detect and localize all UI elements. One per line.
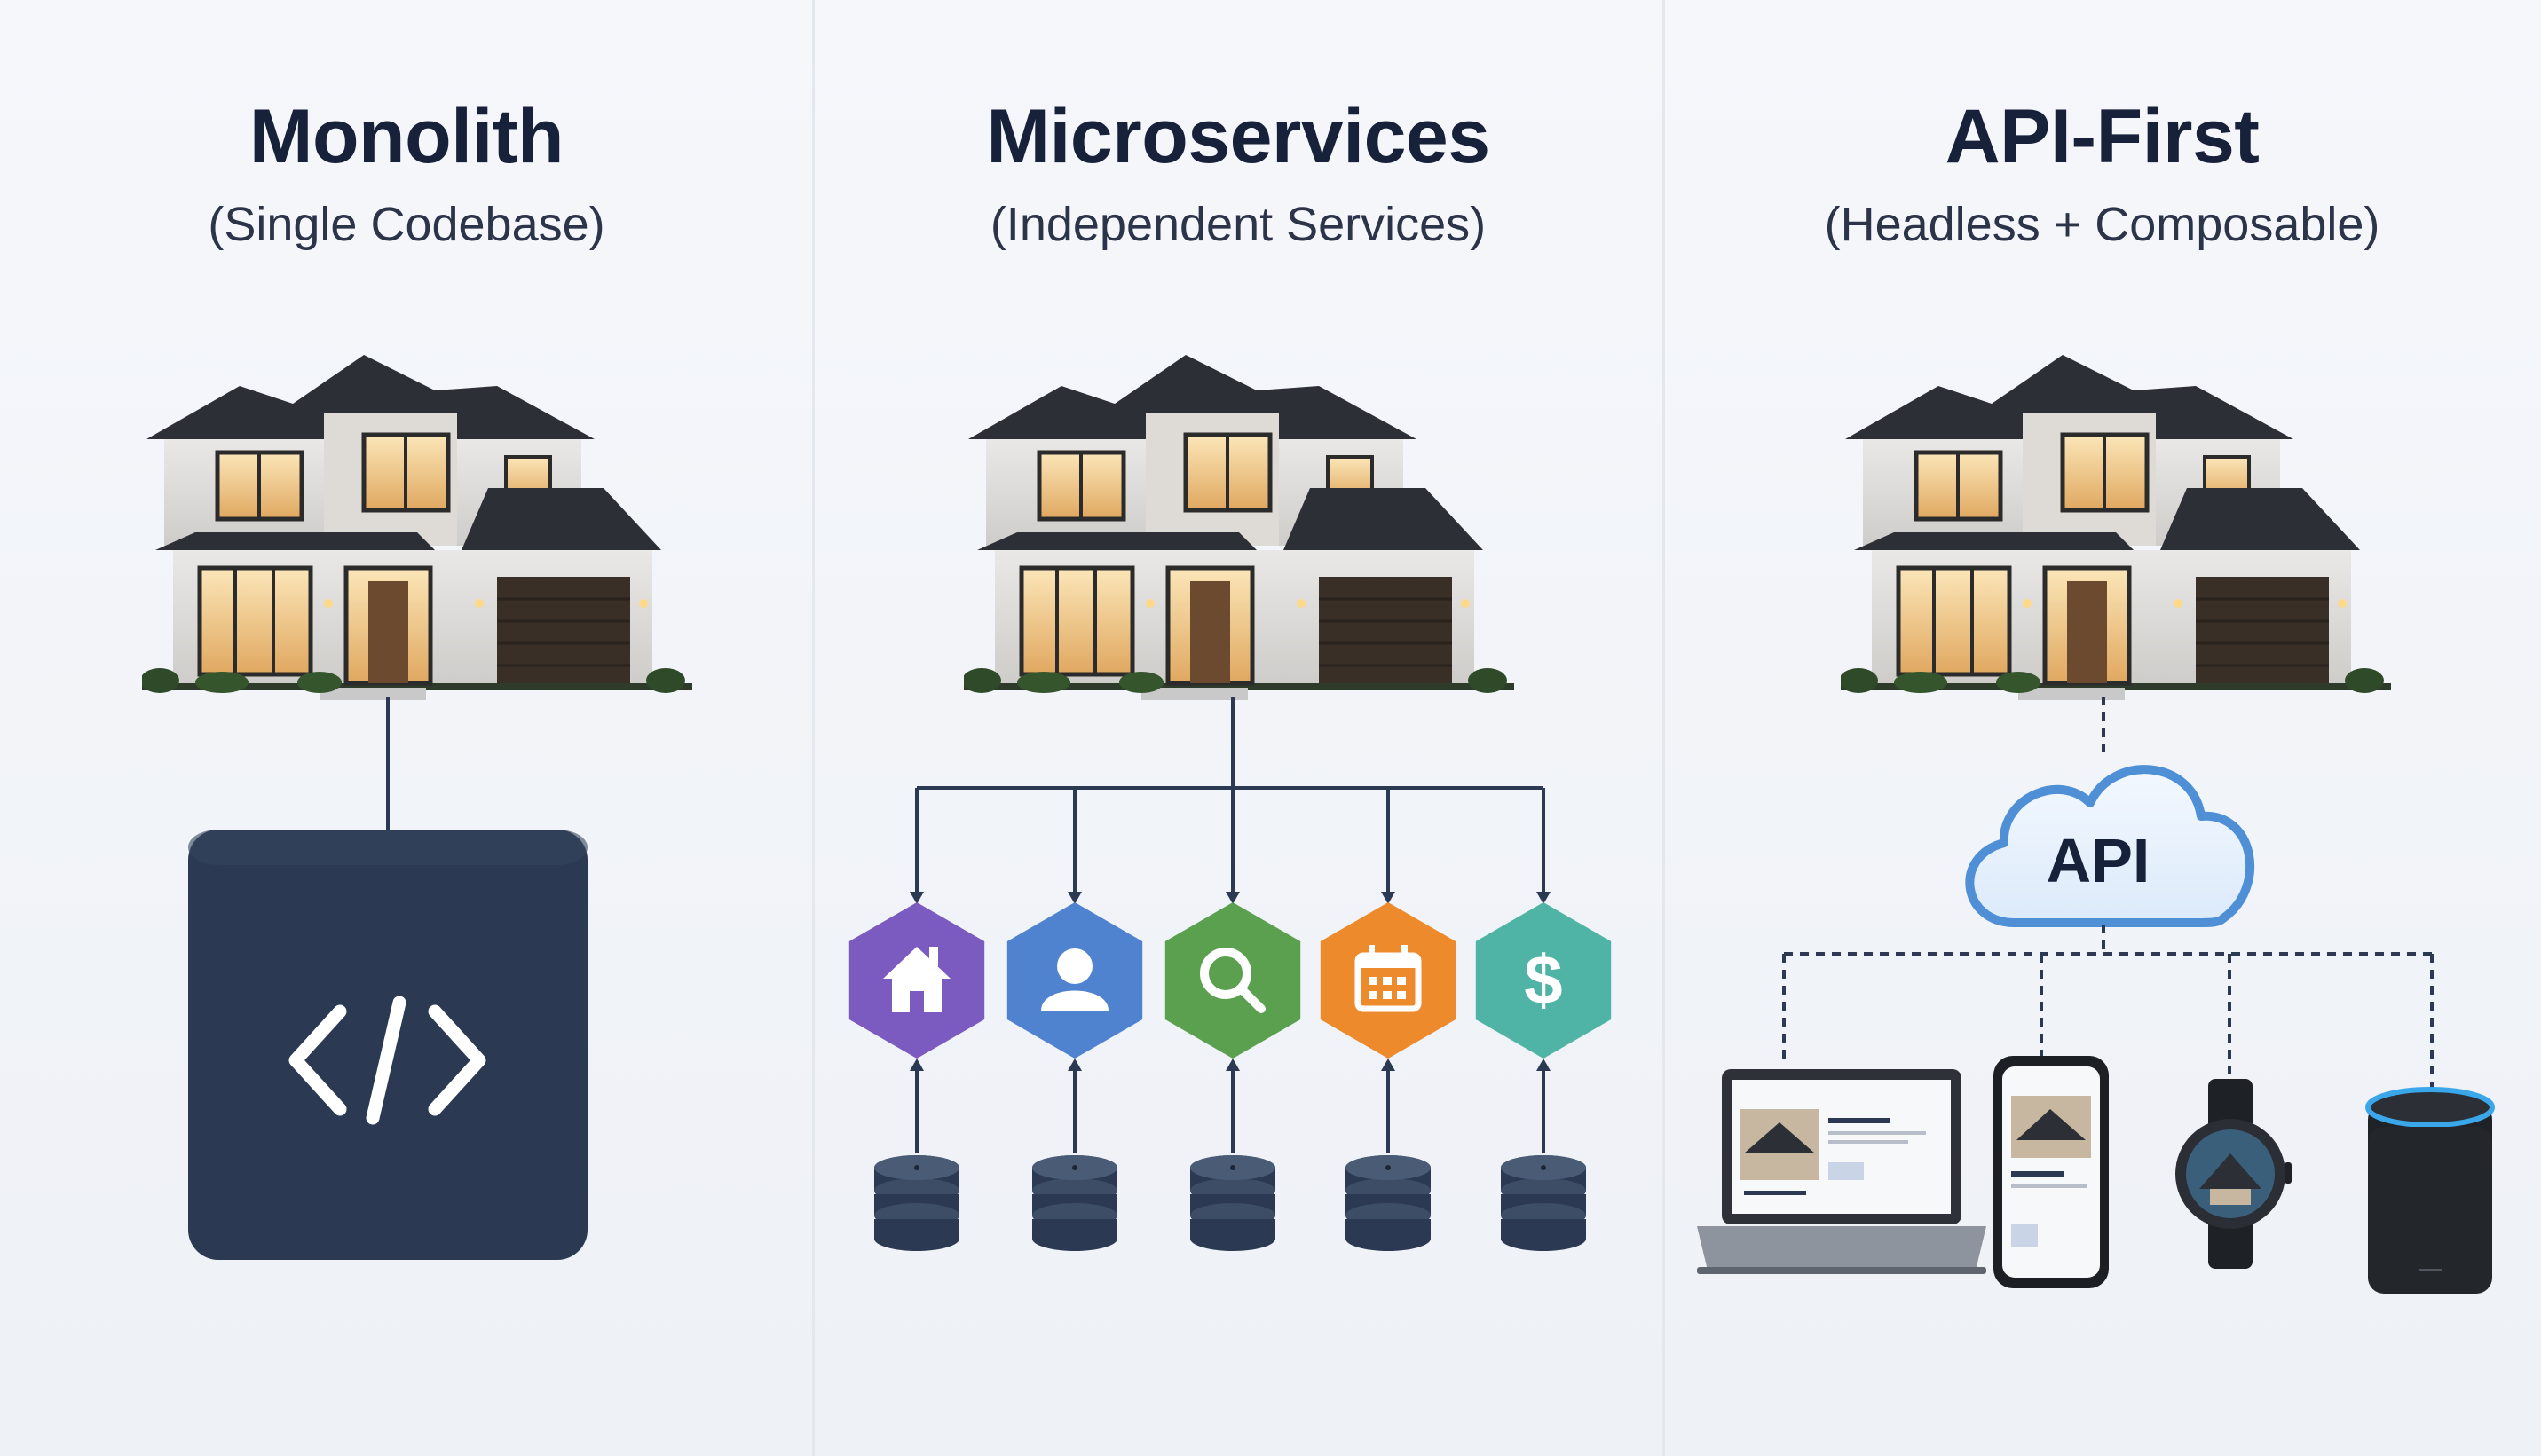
panel-microservices: Microservices (Independent Services) — [813, 0, 1663, 1456]
monolith-code-block — [188, 830, 588, 1260]
code-icon — [288, 996, 486, 1125]
panel-api-first: API-First (Headless + Composable) — [1663, 0, 2541, 1456]
database-icon — [1190, 1155, 1275, 1251]
arrowhead — [1536, 892, 1551, 904]
panel-title: API-First — [1945, 94, 2260, 179]
service-arrows — [910, 788, 1551, 1153]
panel-subtitle: (Single Codebase) — [208, 198, 605, 251]
api-dashed-fanout — [1782, 925, 2434, 1091]
service-node: $ — [1475, 902, 1612, 1059]
divider-left — [812, 0, 815, 1456]
api-cloud — [1965, 765, 2255, 927]
home-icon — [883, 947, 951, 1012]
service-node — [1164, 902, 1301, 1059]
arrowhead — [1381, 1059, 1395, 1071]
divider-right — [1662, 0, 1665, 1456]
panel-title: Microservices — [986, 94, 1490, 179]
smartphone-icon — [1993, 1056, 2109, 1288]
smartwatch-icon — [2175, 1079, 2292, 1269]
api-cloud-label: API — [2046, 826, 2150, 895]
user-icon — [1041, 948, 1109, 1011]
service-hexagons: $ — [848, 902, 1612, 1059]
arrowhead — [910, 1059, 924, 1071]
arrowhead — [910, 892, 924, 904]
smart-speaker-icon — [2365, 1087, 2495, 1294]
arrowhead — [1068, 1059, 1082, 1071]
search-icon — [1200, 948, 1266, 1013]
database-icon — [1032, 1155, 1117, 1251]
arrowhead — [1226, 892, 1240, 904]
arrowhead — [1226, 1059, 1240, 1071]
laptop-icon — [1697, 1069, 1986, 1274]
database-icon — [874, 1155, 959, 1251]
panel-subtitle: (Headless + Composable) — [1824, 198, 2380, 251]
panel-monolith: Monolith (Single Codebase) — [0, 0, 813, 1456]
microservices-connectors — [917, 697, 1543, 790]
dollar-icon: $ — [1524, 940, 1562, 1019]
service-node — [1006, 902, 1143, 1059]
calendar-icon — [1354, 945, 1422, 1012]
panel-title: Monolith — [249, 94, 564, 179]
service-databases — [874, 1155, 1586, 1251]
database-icon — [1345, 1155, 1431, 1251]
arrowhead — [1536, 1059, 1551, 1071]
arrowhead — [1068, 892, 1082, 904]
database-icon — [1501, 1155, 1586, 1251]
arrowhead — [1381, 892, 1395, 904]
panel-subtitle: (Independent Services) — [990, 198, 1487, 251]
service-node — [848, 902, 985, 1059]
service-node — [1320, 902, 1456, 1059]
